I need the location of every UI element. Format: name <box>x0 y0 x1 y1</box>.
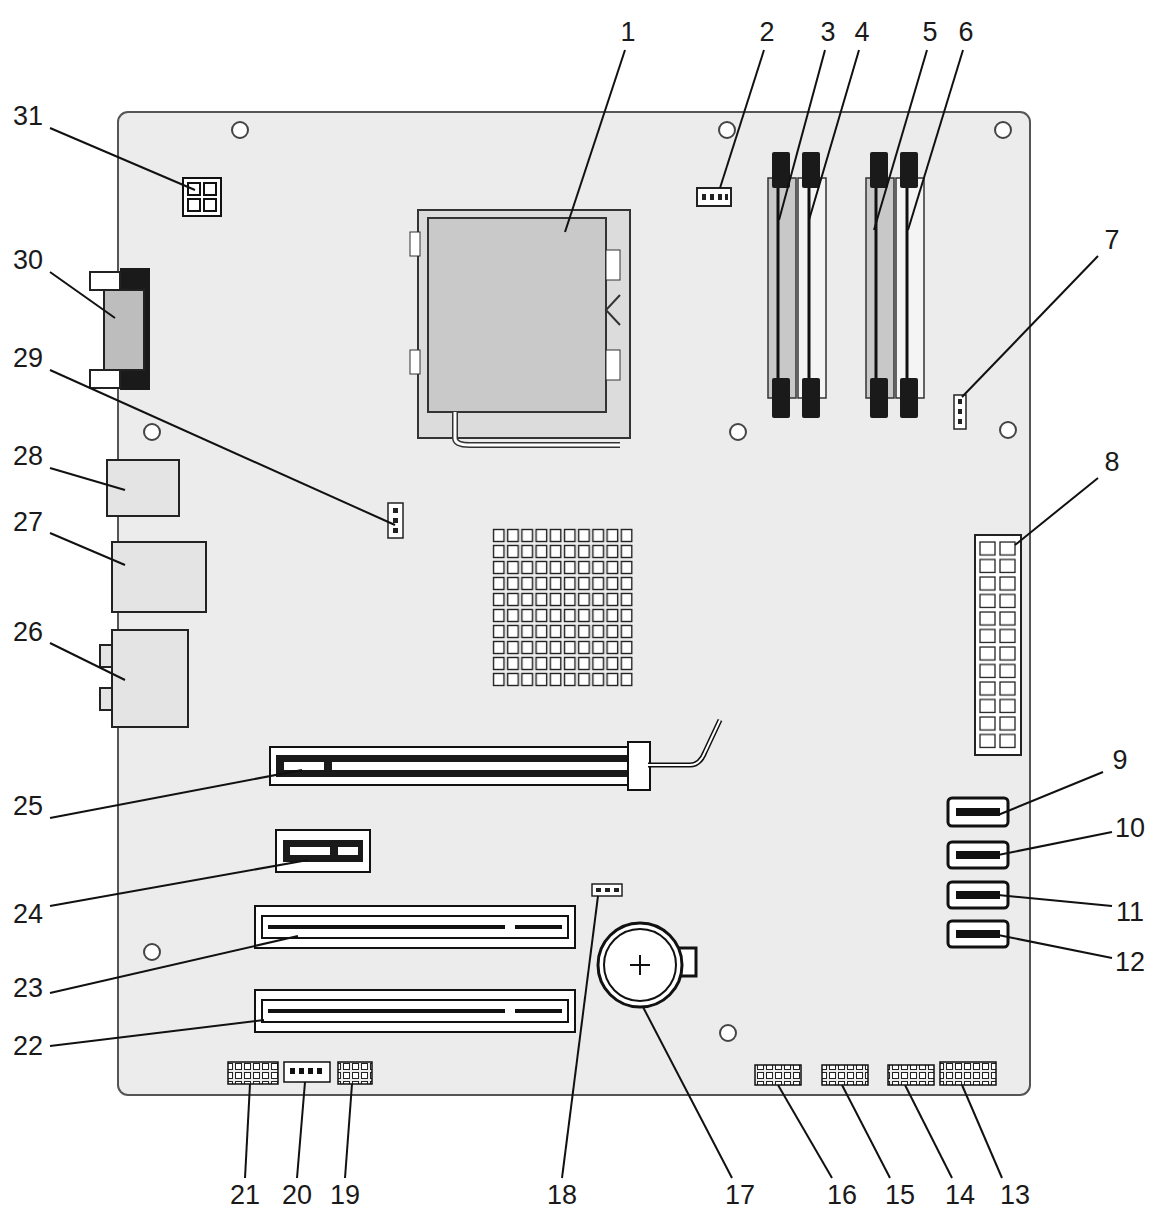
callout-number: 3 <box>820 19 835 46</box>
callout-number: 22 <box>13 1033 43 1060</box>
callout-number: 8 <box>1104 449 1119 476</box>
callout-number: 14 <box>945 1182 975 1209</box>
callout-number: 13 <box>1000 1182 1030 1209</box>
callout-number: 31 <box>13 103 43 130</box>
callout-number: 25 <box>13 793 43 820</box>
callout-number: 18 <box>547 1182 577 1209</box>
callout-number: 26 <box>13 619 43 646</box>
callout-number: 29 <box>13 345 43 372</box>
callout-number: 23 <box>13 975 43 1002</box>
callout-number: 30 <box>13 247 43 274</box>
callout-number: 6 <box>958 19 973 46</box>
callout-number: 10 <box>1115 815 1145 842</box>
callout-number: 5 <box>922 19 937 46</box>
callout-number: 9 <box>1112 747 1127 774</box>
callout-number: 12 <box>1115 949 1145 976</box>
callout-number: 4 <box>854 19 869 46</box>
callout-number: 24 <box>13 901 43 928</box>
callout-number: 17 <box>725 1182 755 1209</box>
callout-number: 1 <box>620 19 635 46</box>
callout-number: 27 <box>13 509 43 536</box>
callout-number: 20 <box>282 1182 312 1209</box>
callout-number: 2 <box>759 19 774 46</box>
callout-number: 7 <box>1104 227 1119 254</box>
callout-number: 11 <box>1116 899 1144 926</box>
callout-number: 28 <box>13 443 43 470</box>
callout-number: 16 <box>827 1182 857 1209</box>
callout-number: 21 <box>230 1182 260 1209</box>
callout-number: 15 <box>885 1182 915 1209</box>
callout-number: 19 <box>330 1182 360 1209</box>
leader-lines <box>50 50 1112 1178</box>
